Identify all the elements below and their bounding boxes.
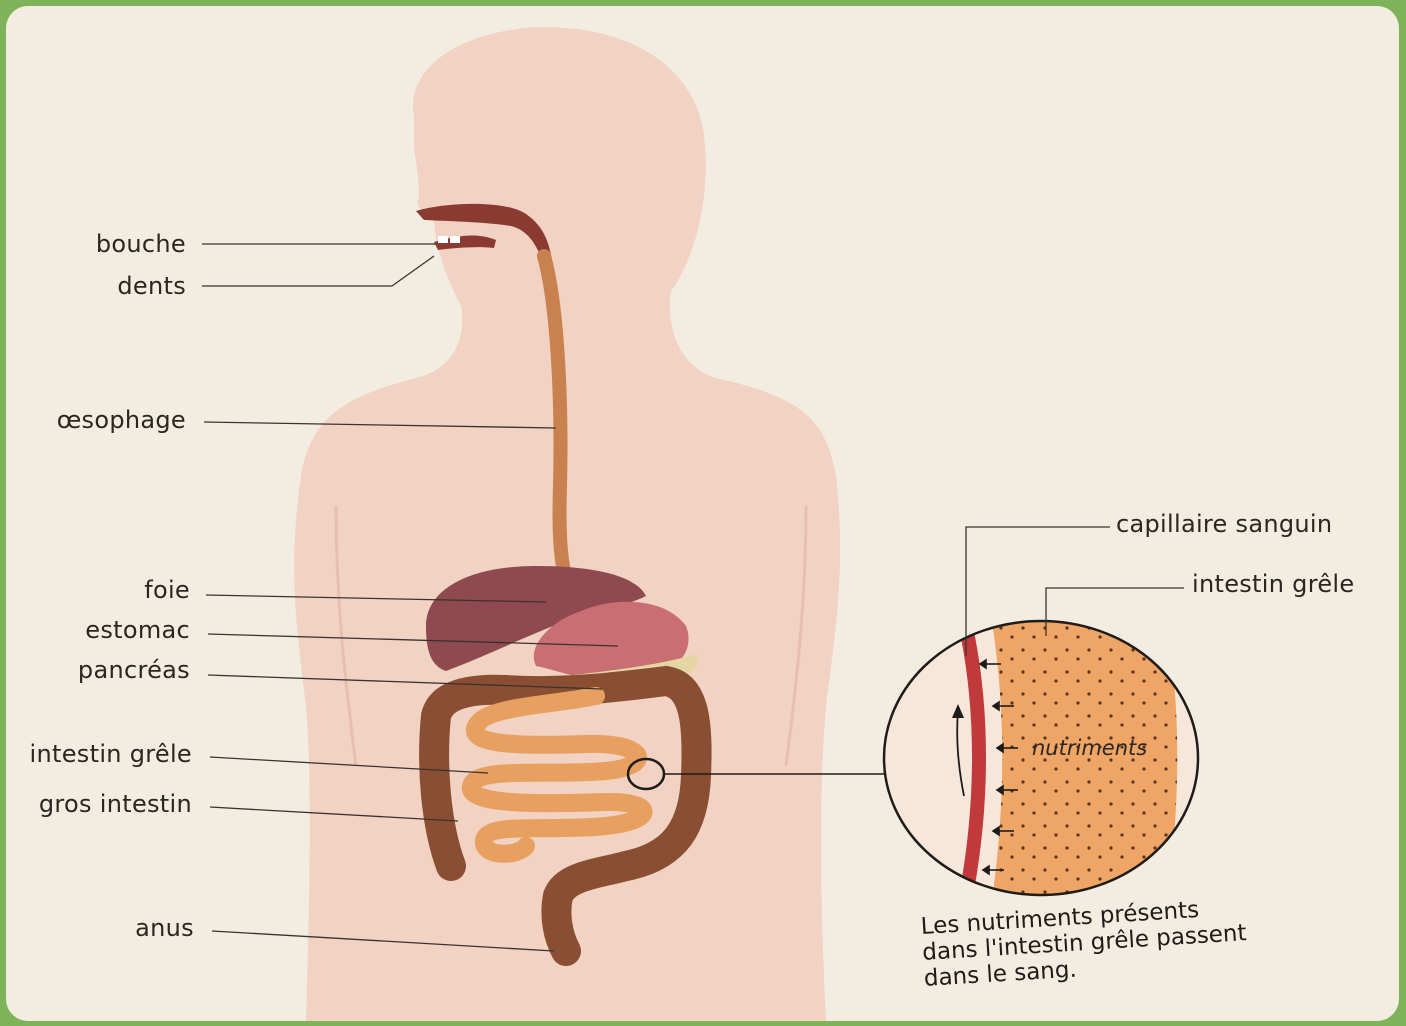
label-intestin-grele: intestin grêle [16,740,192,768]
label-gros-intestin: gros intestin [16,790,192,818]
label-anus: anus [66,914,194,942]
label-foie: foie [66,576,190,604]
label-dents: dents [66,272,186,300]
label-estomac: estomac [46,616,190,644]
label-bouche: bouche [66,230,186,258]
zoom-circle [884,616,1198,906]
label-capillaire-sanguin: capillaire sanguin [1116,510,1332,538]
label-oesophage: œsophage [26,406,186,434]
label-zoom-intestin-grele: intestin grêle [1192,570,1354,598]
diagram-card: bouche dents œsophage foie estomac pancr… [6,6,1399,1021]
label-pancreas: pancréas [36,656,190,684]
label-nutriments: nutriments [1032,736,1147,760]
